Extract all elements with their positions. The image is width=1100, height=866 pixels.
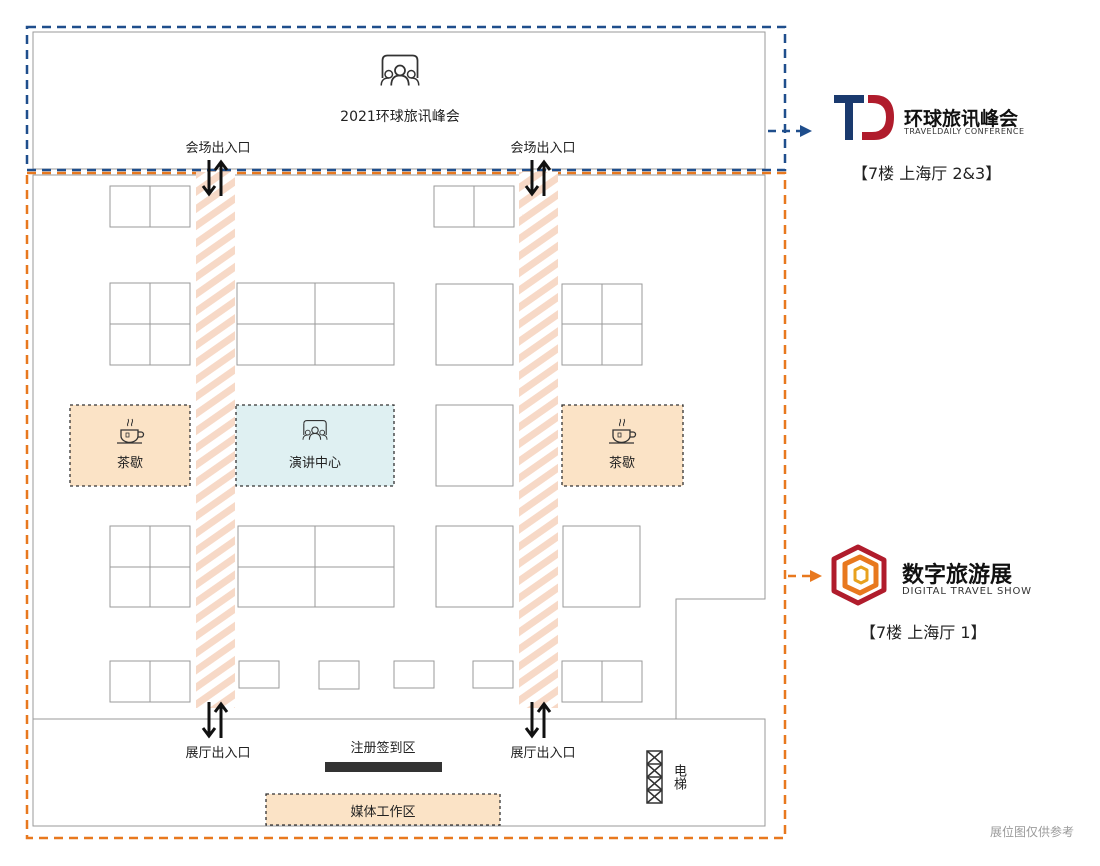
footnote: 展位图仅供参考: [989, 825, 1074, 839]
booths: [109, 185, 643, 703]
media-zone-label: 媒体工作区: [350, 805, 416, 820]
summit-zone-border: [25, 25, 787, 172]
show-zone-border: [25, 171, 787, 840]
elevator-icon: [646, 750, 663, 804]
exhibition-hall: [32, 174, 766, 827]
summit-entrance-right-label: 会场出入口: [510, 141, 576, 156]
tea-break-right: [561, 404, 684, 487]
summit-legend-arrow: [768, 125, 812, 137]
registration-desk: [325, 762, 442, 772]
summit-hall: [32, 31, 766, 170]
show-brand-name-en: DIGITAL TRAVEL SHOW: [902, 586, 1032, 597]
elevator-label: 电梯: [671, 764, 686, 790]
traveldaily-logo-icon: [834, 95, 894, 140]
registration-label: 注册签到区: [350, 741, 416, 756]
aisle-left: [196, 172, 235, 708]
summit-location: 【7楼 上海厅 2&3】: [852, 164, 1002, 183]
summit-entrance-left-label: 会场出入口: [185, 141, 251, 156]
hall-exit-right-label: 展厅出入口: [510, 746, 576, 761]
show-location: 【7楼 上海厅 1】: [860, 623, 987, 642]
summit-brand-name-cn: 环球旅讯峰会: [904, 108, 1019, 130]
lecture-center-label: 演讲中心: [288, 456, 342, 471]
tea-break-left: [69, 404, 191, 487]
summit-title: 2021环球旅讯峰会: [340, 109, 460, 125]
digital-travel-show-logo-icon: [831, 544, 887, 606]
summit-brand-name-en: TRAVELDAILY CONFERENCE: [904, 127, 1025, 136]
tea-break-right-label: 茶歇: [608, 456, 636, 471]
show-legend-arrow: [788, 570, 822, 582]
tea-break-left-label: 茶歇: [116, 456, 144, 471]
hall-exit-left-label: 展厅出入口: [185, 746, 251, 761]
media-zone: [265, 793, 501, 826]
aisle-right: [519, 172, 558, 708]
show-brand-name-cn: 数字旅游展: [902, 563, 1013, 588]
lecture-center: [235, 404, 395, 487]
